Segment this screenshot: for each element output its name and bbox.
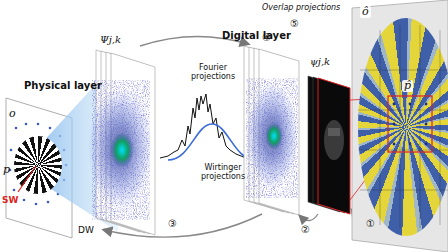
callout-number: ②: [301, 224, 310, 235]
symbol-label: p: [3, 164, 10, 176]
symbol-label: o: [9, 108, 16, 120]
callout-number: ③: [168, 218, 177, 229]
process-label: Overlap projections: [262, 4, 340, 13]
symbol-label: DW: [78, 226, 94, 236]
layer-title: Physical layer: [24, 80, 102, 91]
curve-label: Fourier projections: [186, 64, 240, 82]
symbol-label: ô: [360, 6, 371, 18]
symbol-label: p̂: [402, 80, 413, 92]
callout-number: ⑤: [290, 18, 299, 29]
curve-label: Wirtinger projections: [196, 164, 250, 182]
callout-number: ④: [262, 32, 271, 43]
siemens-star: [14, 136, 62, 194]
object-reconstruction: [358, 18, 448, 236]
symbol-label: Ψj,k: [100, 34, 121, 45]
symbol-label: ψj,k: [310, 56, 330, 67]
symbol-label: SW: [2, 196, 18, 206]
layer-title: Digital layer: [222, 30, 291, 41]
callout-number: ①: [366, 218, 375, 229]
